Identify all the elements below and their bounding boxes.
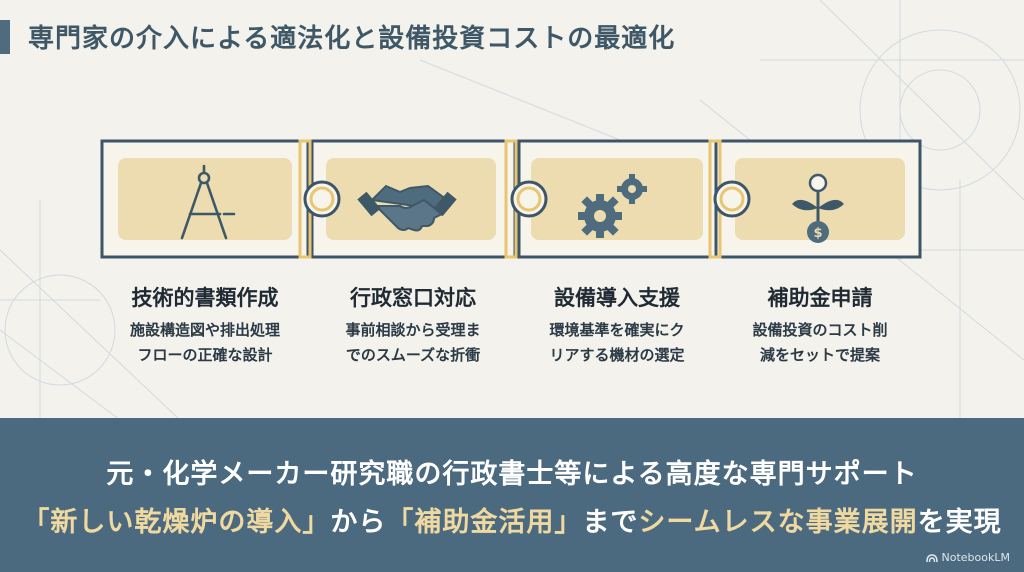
- money-plant-icon: $: [792, 173, 844, 243]
- banner-highlight-dryer: 「新しい乾燥炉の導入」: [22, 507, 331, 538]
- banner-line-2: 「新しい乾燥炉の導入」から「補助金活用」までシームレスな事業展開を実現: [22, 507, 1002, 538]
- notebooklm-logo-icon: [925, 553, 938, 562]
- banner-highlight-seamless: シームレスな事業展開: [638, 507, 918, 538]
- page-title: 専門家の介入による適法化と設備投資コストの最適化: [28, 24, 676, 54]
- step-4-name: 補助金申請: [767, 286, 873, 310]
- gears-icon: [578, 174, 647, 238]
- step-1-description: 施設構造図や排出処理フローの正確な設計: [129, 321, 280, 364]
- handshake-icon: [357, 184, 457, 232]
- compass-icon: [180, 164, 236, 240]
- summary-banner: [0, 418, 1024, 572]
- step-3-description: 環境基準を確実にクリアする機材の選定: [549, 321, 685, 364]
- step-3-name: 設備導入支援: [554, 286, 680, 310]
- step-4-description: 設備投資のコスト削減をセットで提案: [752, 321, 888, 364]
- title-accent-bar: [0, 20, 10, 54]
- step-2-description: 事前相談から受理までのスムーズな折衝: [345, 321, 481, 364]
- brand-watermark: NotebookLM: [925, 551, 1010, 564]
- svg-text:$: $: [813, 226, 822, 241]
- brand-name: NotebookLM: [941, 551, 1010, 564]
- step-card-panels: [118, 158, 905, 240]
- step-1-name: 技術的書類作成: [131, 286, 279, 310]
- banner-highlight-subsidy: 「補助金活用」: [386, 507, 583, 538]
- step-2-name: 行政窓口対応: [350, 286, 476, 310]
- banner-line-1: 元・化学メーカー研究職の行政書士等による高度な専門サポート: [106, 459, 918, 490]
